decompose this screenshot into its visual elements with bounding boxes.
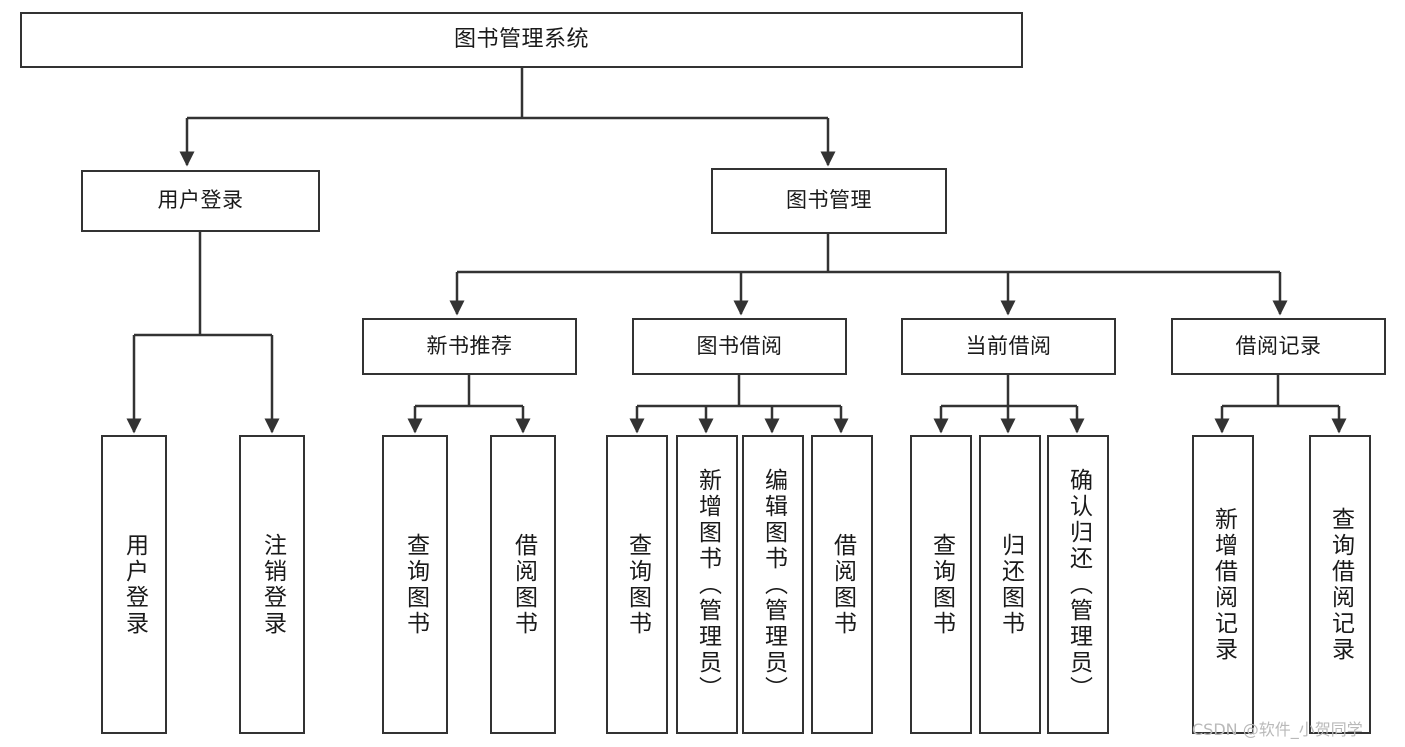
- node-book-borrow[interactable]: 图书借阅: [632, 318, 847, 375]
- leaf-query-borrow-record[interactable]: 查询借阅记录: [1309, 435, 1371, 734]
- node-label: 用户登录: [121, 532, 148, 637]
- leaf-user-login[interactable]: 用户登录: [101, 435, 167, 734]
- node-label: 用户登录: [157, 188, 244, 213]
- leaf-edit-book-admin[interactable]: 编辑图书（管理员）: [742, 435, 804, 734]
- leaf-confirm-return-admin[interactable]: 确认归还（管理员）: [1047, 435, 1109, 734]
- node-label: 查询图书: [402, 532, 429, 637]
- csdn-watermark: CSDN @软件_小贺同学: [1192, 720, 1363, 739]
- node-book-management[interactable]: 图书管理: [711, 168, 947, 234]
- node-user-login[interactable]: 用户登录: [81, 170, 320, 232]
- node-label: 借阅图书: [510, 532, 537, 637]
- node-label: 确认归还（管理员）: [1065, 467, 1092, 702]
- node-label: 新增图书（管理员）: [694, 467, 721, 702]
- leaf-query-book-current[interactable]: 查询图书: [910, 435, 972, 734]
- leaf-return-book[interactable]: 归还图书: [979, 435, 1041, 734]
- leaf-logout[interactable]: 注销登录: [239, 435, 305, 734]
- node-new-book-recommend[interactable]: 新书推荐: [362, 318, 577, 375]
- node-label: 归还图书: [997, 532, 1024, 637]
- leaf-query-book-new[interactable]: 查询图书: [382, 435, 448, 734]
- node-label: 新书推荐: [426, 333, 513, 358]
- node-label: 借阅图书: [829, 532, 856, 637]
- node-borrow-record[interactable]: 借阅记录: [1171, 318, 1386, 375]
- leaf-add-borrow-record[interactable]: 新增借阅记录: [1192, 435, 1254, 734]
- node-label: 注销登录: [259, 532, 286, 637]
- node-label: 查询借阅记录: [1327, 506, 1354, 663]
- node-label: 当前借阅: [965, 333, 1052, 358]
- node-root[interactable]: 图书管理系统: [20, 12, 1023, 68]
- node-label: 借阅记录: [1235, 333, 1322, 358]
- node-label: 图书借阅: [696, 333, 783, 358]
- node-label: 新增借阅记录: [1210, 506, 1237, 663]
- node-label: 图书管理: [786, 188, 872, 213]
- leaf-borrow-book[interactable]: 借阅图书: [811, 435, 873, 734]
- node-current-borrow[interactable]: 当前借阅: [901, 318, 1116, 375]
- leaf-borrow-book-new[interactable]: 借阅图书: [490, 435, 556, 734]
- node-label: 图书管理系统: [453, 26, 589, 52]
- node-label: 查询图书: [928, 532, 955, 637]
- leaf-query-book-borrow[interactable]: 查询图书: [606, 435, 668, 734]
- leaf-add-book-admin[interactable]: 新增图书（管理员）: [676, 435, 738, 734]
- node-label: 编辑图书（管理员）: [760, 467, 787, 702]
- node-label: 查询图书: [624, 532, 651, 637]
